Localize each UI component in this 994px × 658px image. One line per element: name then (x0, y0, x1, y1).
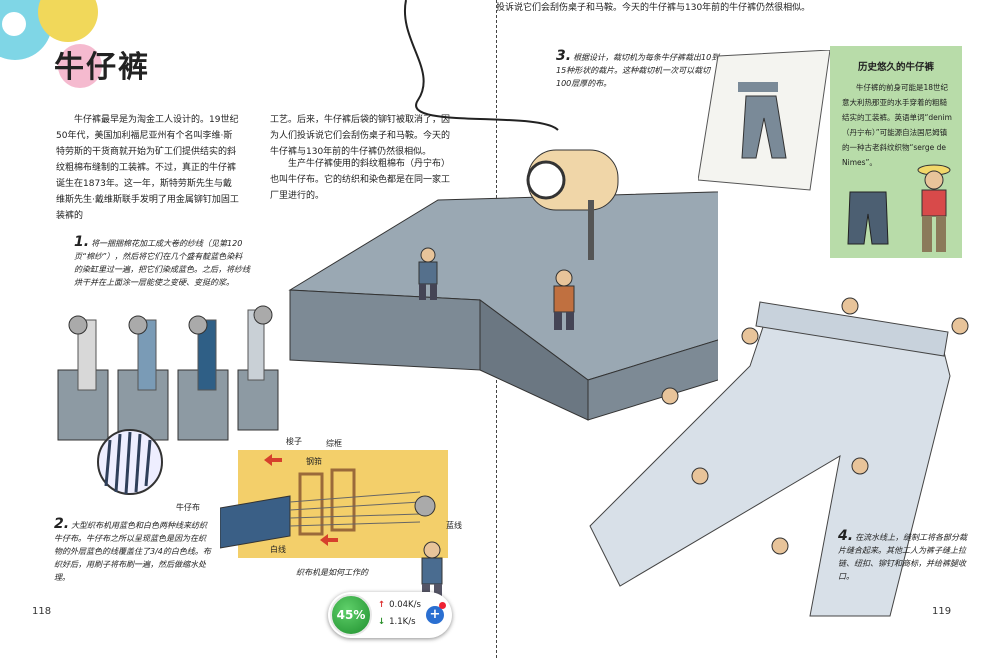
pattern-sheet-illustration (698, 50, 831, 191)
page-number-right: 119 (932, 606, 952, 617)
download-speed-value: 1.1K/s (389, 617, 416, 627)
sidebar-title: 历史悠久的牛仔裤 (857, 62, 934, 73)
speed-percent-circle[interactable]: 45% (330, 594, 372, 636)
step2-number: 2. (54, 516, 70, 532)
loom-caption: 织布机是如何工作的 (296, 568, 368, 577)
page-title: 牛仔裤 (54, 50, 150, 85)
history-sidebar: 历史悠久的牛仔裤 牛仔裤的前身可能是18世纪意大利热那亚的水手穿着的粗糙结实的工… (830, 46, 962, 258)
label-white-yarn: 白线 (270, 545, 286, 554)
step3-caption: 3.根据设计，裁切机为每条牛仔裤裁出10到15种形状的裁片。这种裁切机一次可以裁… (556, 48, 720, 90)
speedup-plus-button[interactable]: + (426, 606, 444, 624)
worker-figure-left (421, 541, 443, 598)
upload-speed: ↑0.04K/s (378, 600, 421, 610)
label-denim: 牛仔布 (176, 503, 200, 512)
upload-arrow-icon: ↑ (378, 600, 386, 610)
upload-speed-value: 0.04K/s (389, 600, 421, 610)
network-speed-widget[interactable]: 45% ↑0.04K/s ↓1.1K/s + (328, 592, 452, 638)
continued-paragraph: 工艺。后来，牛仔裤后袋的铆钉被取消了，因为人们投诉说它们会刮伤桌子和马鞍。今天的… (270, 115, 451, 157)
old-trousers-icon (847, 191, 889, 245)
label-brown-bar: 综框 (326, 439, 342, 448)
notification-dot-icon (439, 602, 446, 609)
yarn-magnifier-icon (97, 429, 163, 495)
step4-number: 4. (838, 528, 854, 544)
decorative-gear-hole (2, 12, 26, 36)
sailor-figure (917, 164, 951, 252)
label-blue-yarn: 蓝线 (446, 521, 462, 530)
download-speed: ↓1.1K/s (378, 617, 416, 627)
step4-text: 在流水线上，缝制工将各部分裁片缝合起来。其他工人为裤子缝上拉链、纽扣、铆钉和商标… (838, 533, 968, 581)
cutting-machine-illustration (288, 0, 718, 421)
step1-caption: 1.将一捆捆棉花加工成大卷的纱线（见第120页“棉纱”），然后将它们在几个盛有靛… (74, 234, 250, 289)
worker-figure-machine-1 (418, 247, 438, 300)
step2-caption: 2.大型织布机用蓝色和白色两种线来纺织牛仔布。牛仔布之所以呈现蓝色是因为在织物的… (54, 516, 212, 584)
step4-caption: 4.在流水线上，缝制工将各部分裁片缝合起来。其他工人为裤子缝上拉链、纽扣、铆钉和… (838, 528, 970, 583)
label-reed: 钢筘 (306, 457, 322, 466)
label-heddle: 梭子 (286, 437, 302, 446)
step2-text: 大型织布机用蓝色和白色两种线来纺织牛仔布。牛仔布之所以呈现蓝色是因为在织物的外层… (54, 521, 211, 582)
step3-number: 3. (556, 48, 572, 64)
dye-vats-illustration (57, 305, 279, 441)
step3-text: 根据设计，裁切机为每条牛仔裤裁出10到15种形状的裁片。这种裁切机一次可以裁切1… (556, 53, 720, 88)
page-number-left: 118 (32, 606, 52, 617)
step1-text: 将一捆捆棉花加工成大卷的纱线（见第120页“棉纱”），然后将它们在几个盛有靛蓝色… (74, 239, 250, 287)
step1-number: 1. (74, 234, 90, 250)
top-paragraph-1: 工艺。后来，牛仔裤后袋的铆钉被取消了，因为人们投诉说它们会刮伤桌子和马鞍。今天的… (497, 3, 811, 13)
sidebar-text: 牛仔裤的前身可能是18世纪意大利热那亚的水手穿着的粗糙结实的工装裤。英语单词“d… (842, 83, 952, 167)
decorative-gear-pink (58, 44, 102, 88)
loom-illustration (220, 450, 448, 558)
download-arrow-icon: ↓ (378, 617, 386, 627)
denim-paragraph: 生产牛仔裤使用的斜纹粗棉布（丹宁布）也叫牛仔布。它的纺织和染色都是在同一家工厂里… (270, 159, 451, 201)
jeans-assembly-illustration (589, 297, 969, 617)
worker-figure-machine-2 (553, 269, 575, 330)
intro-paragraph: 牛仔裤最早是为淘金工人设计的。19世纪50年代，美国加利福尼亚州有个名叫李维·斯… (56, 115, 239, 221)
